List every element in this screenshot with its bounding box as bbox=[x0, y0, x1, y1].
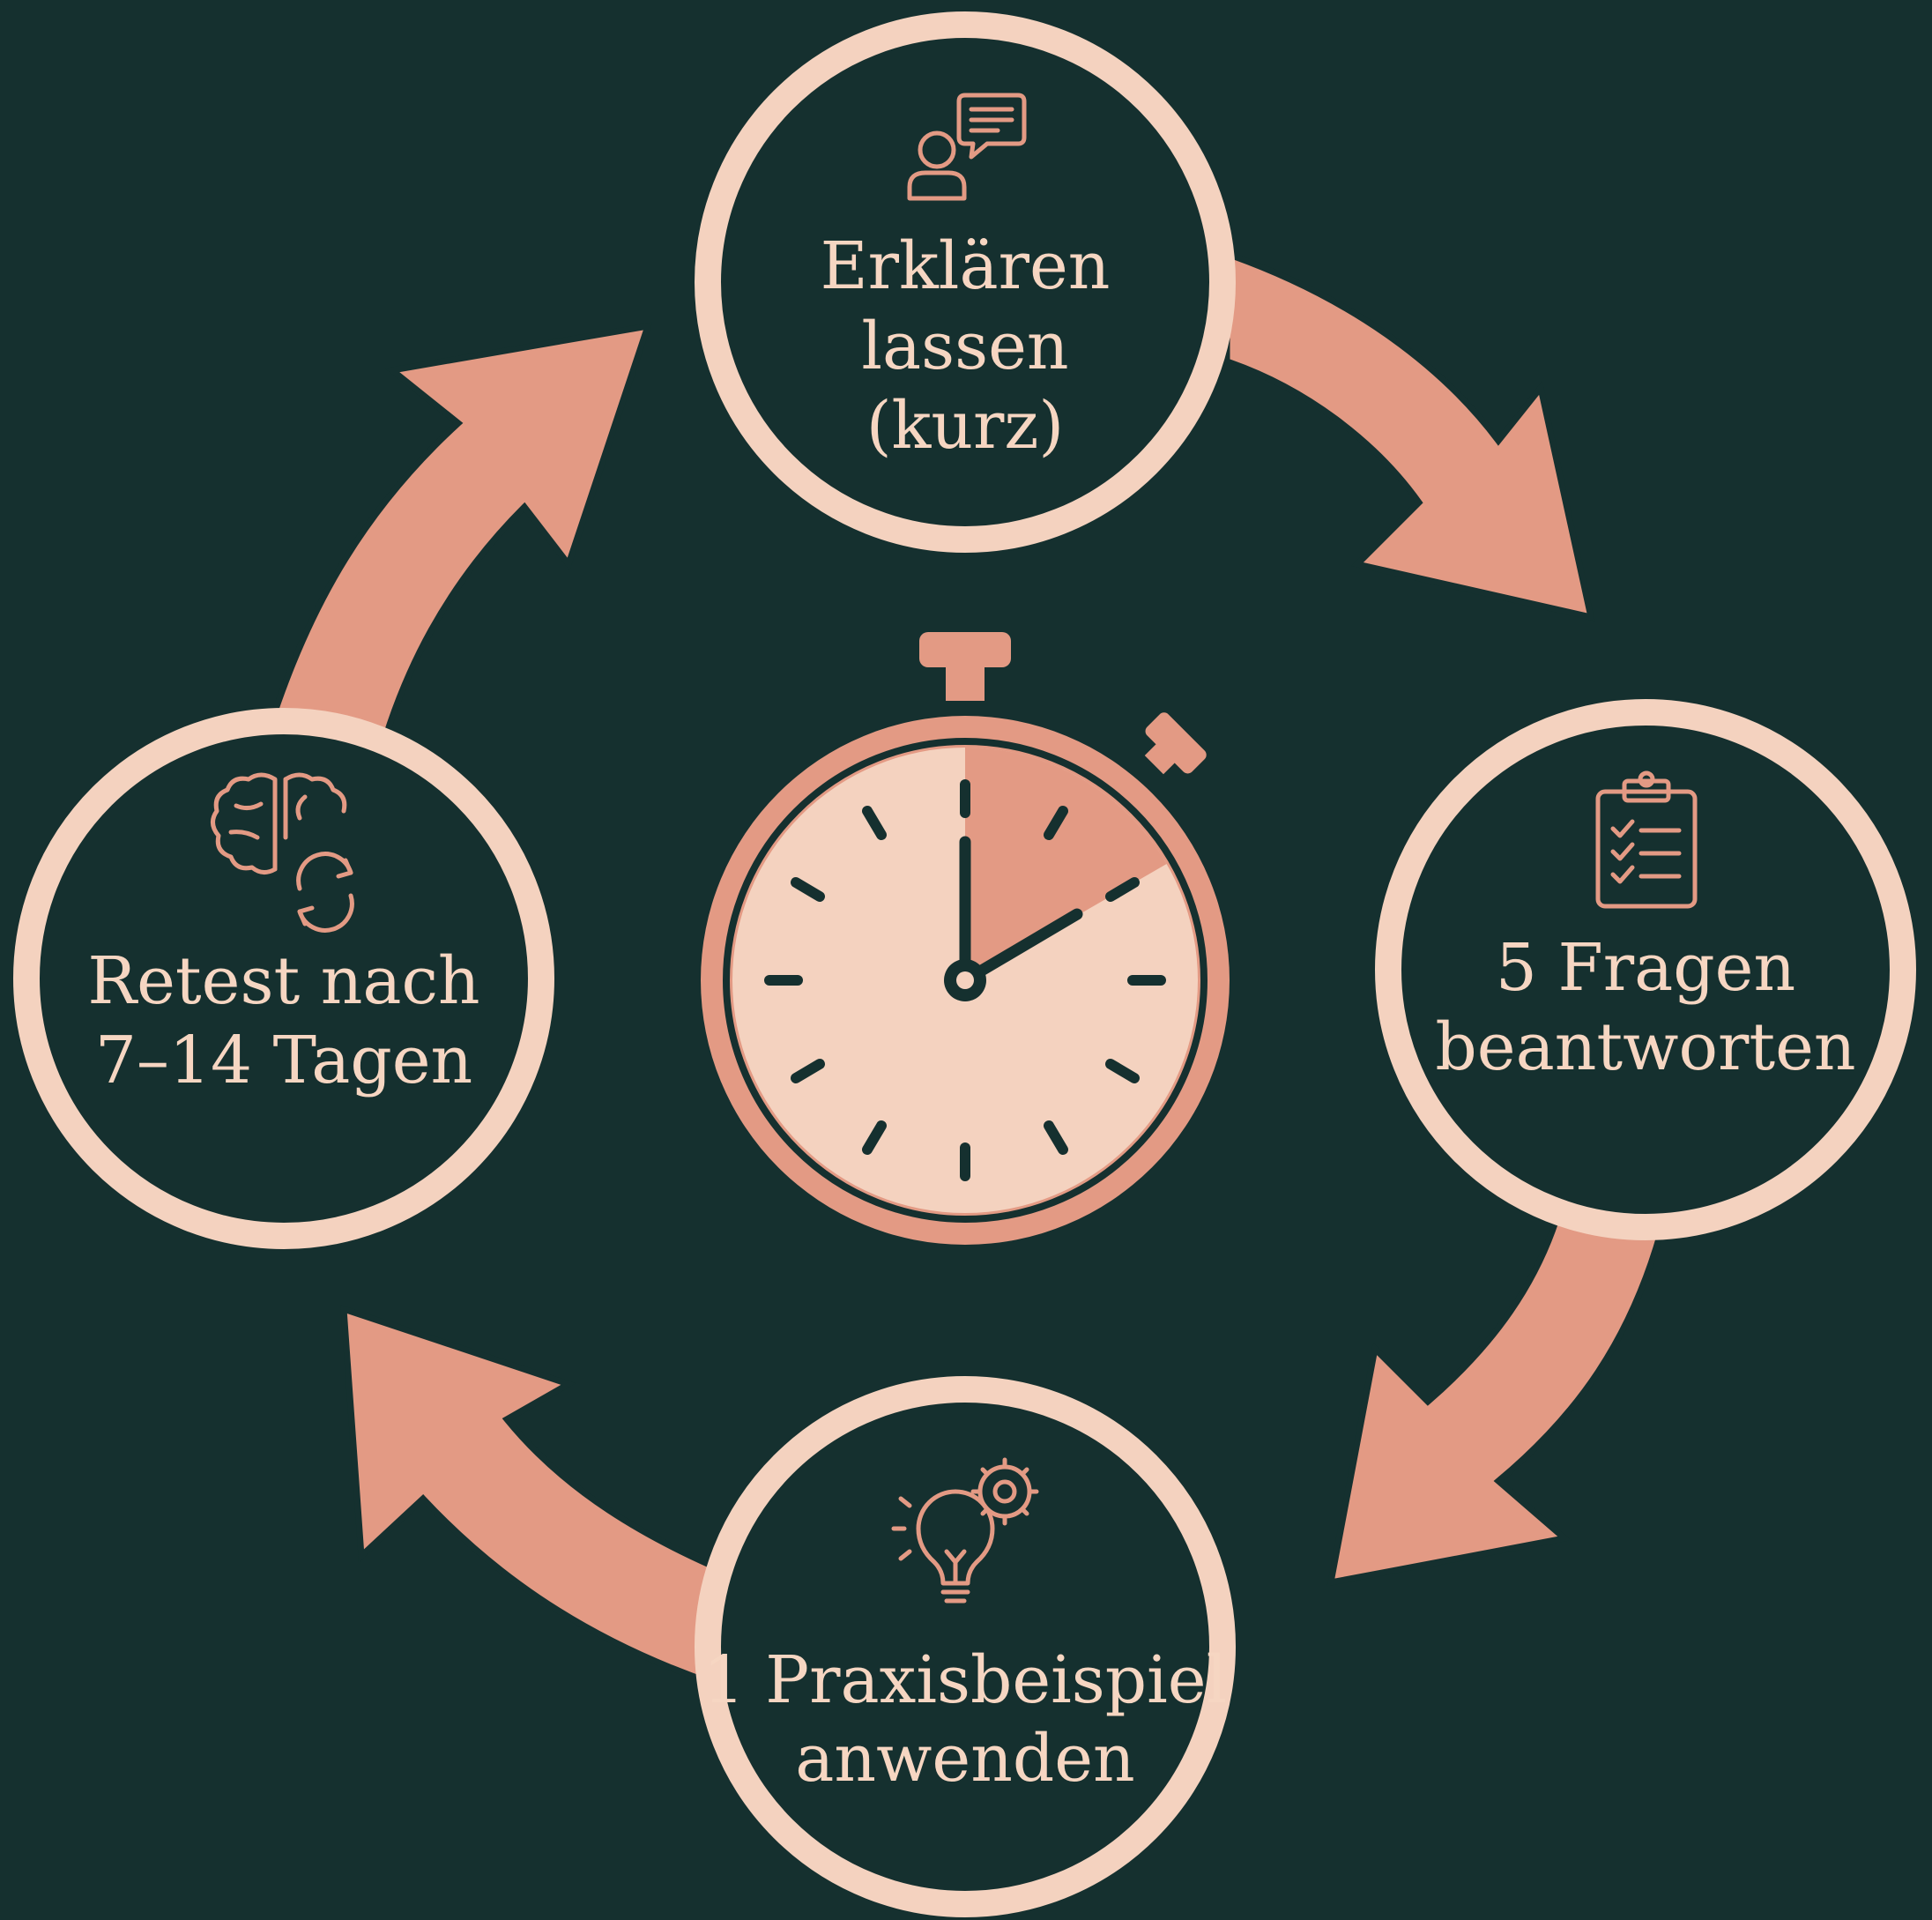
step-label-line2: beantworten bbox=[1435, 1009, 1855, 1085]
arrow-bottom-to-left bbox=[340, 1305, 745, 1688]
step-label-line3: (kurz) bbox=[866, 388, 1065, 464]
step-label-line1: 5 Fragen bbox=[1496, 930, 1795, 1006]
step-label-line2: lassen bbox=[861, 309, 1068, 384]
arrow-top-to-right bbox=[1223, 249, 1595, 621]
step-node-practice: 1 Praxisbeispiel anwenden bbox=[695, 1376, 1236, 1917]
step-node-retest: Retest nach 7–14 Tagen bbox=[13, 708, 554, 1249]
stopwatch-inner-ring bbox=[723, 738, 1208, 1223]
stopwatch-icon bbox=[701, 632, 1230, 1245]
step-label-line1: Retest nach bbox=[87, 943, 479, 1019]
person-speech-icon bbox=[907, 93, 1027, 201]
step-node-ring bbox=[1375, 699, 1916, 1240]
brain-refresh-icon bbox=[211, 772, 354, 933]
step-node-ring bbox=[13, 708, 554, 1249]
stopwatch-crown-cap bbox=[919, 632, 1011, 667]
stopwatch-hour-hand bbox=[959, 908, 1083, 986]
stopwatch-hub-inner bbox=[956, 971, 974, 989]
step-label-line1: Erklären bbox=[821, 228, 1111, 304]
stopwatch-crown-stem bbox=[946, 666, 985, 701]
arrow-left-to-top bbox=[256, 322, 653, 779]
arrow-right-to-bottom bbox=[1326, 1203, 1666, 1587]
step-node-ring bbox=[695, 11, 1236, 553]
cycle-arrows bbox=[256, 249, 1666, 1688]
step-label-line2: 7–14 Tagen bbox=[95, 1023, 472, 1098]
step-node-ring bbox=[695, 1376, 1236, 1917]
stopwatch-elapsed-sector bbox=[965, 748, 1167, 980]
clipboard-checklist-icon bbox=[1595, 770, 1698, 909]
step-node-questions: 5 Fragen beantworten bbox=[1375, 699, 1916, 1240]
step-node-explain: Erklären lassen (kurz) bbox=[695, 11, 1236, 553]
step-label-line1: 1 Praxisbeispiel bbox=[703, 1642, 1228, 1718]
stopwatch-ticks bbox=[764, 779, 1166, 1181]
lightbulb-gear-icon bbox=[891, 1457, 1039, 1604]
stopwatch-side-button bbox=[1144, 712, 1207, 775]
step-label-line2: anwenden bbox=[795, 1721, 1134, 1797]
